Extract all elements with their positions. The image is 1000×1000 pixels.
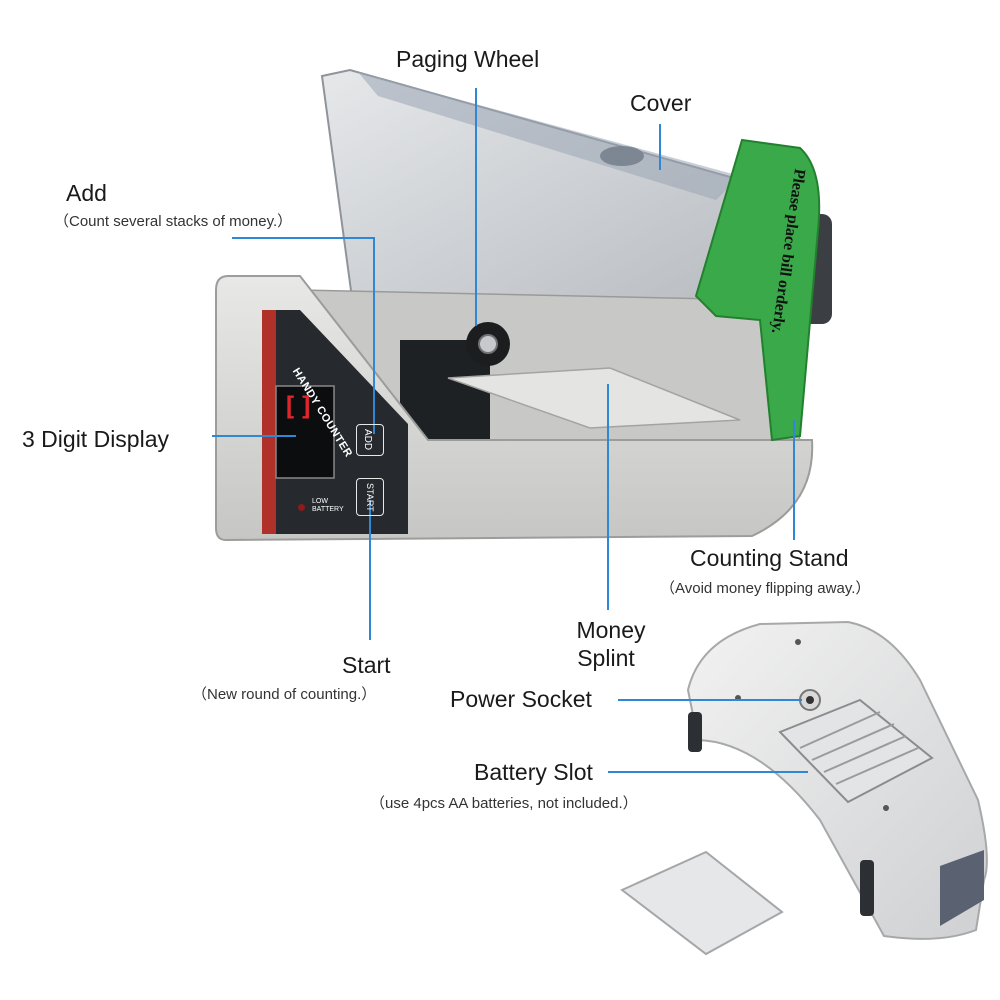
label-battery-note: （use 4pcs AA batteries, not included.） bbox=[370, 795, 638, 812]
low-battery-indicator bbox=[298, 504, 305, 511]
label-paging-wheel: Paging Wheel bbox=[396, 46, 540, 72]
label-money-splint-line2: Splint bbox=[577, 645, 635, 671]
battery-compartment bbox=[778, 698, 934, 804]
label-add-note: （Count several stacks of money.） bbox=[54, 213, 293, 230]
label-cover: Cover bbox=[630, 90, 692, 116]
label-display: 3 Digit Display bbox=[22, 426, 169, 452]
label-money-splint-line1: Money bbox=[576, 617, 646, 643]
label-battery-slot: Battery Slot bbox=[474, 759, 593, 785]
low-battery-label: LOW BATTERY bbox=[312, 498, 344, 513]
battery-door bbox=[620, 850, 784, 956]
counting-stand bbox=[694, 138, 821, 442]
label-add-title: Add bbox=[66, 180, 107, 206]
start-button[interactable]: START bbox=[356, 478, 384, 516]
label-counting-stand-title: Counting Stand bbox=[690, 545, 849, 571]
callout-line-add bbox=[232, 237, 375, 434]
digit-display-value: [] bbox=[282, 392, 316, 422]
add-button[interactable]: ADD bbox=[356, 424, 384, 456]
label-counting-stand-note: （Avoid money flipping away.） bbox=[660, 580, 871, 597]
label-power-socket: Power Socket bbox=[450, 686, 592, 712]
paging-wheel bbox=[466, 322, 510, 366]
label-start-title: Start bbox=[342, 652, 391, 678]
label-start-note: （New round of counting.） bbox=[192, 686, 377, 703]
